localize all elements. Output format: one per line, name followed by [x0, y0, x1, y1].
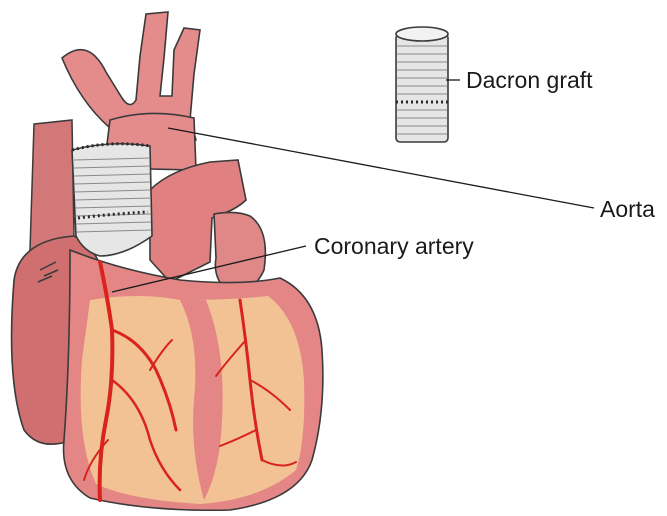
- label-dacron-graft: Dacron graft: [466, 69, 593, 92]
- vena-cava: [30, 120, 74, 250]
- label-coronary-artery: Coronary artery: [314, 235, 474, 258]
- dacron-graft-in-place: [72, 144, 152, 256]
- graft-tube-icon: [396, 27, 448, 142]
- label-aorta: Aorta: [600, 198, 655, 221]
